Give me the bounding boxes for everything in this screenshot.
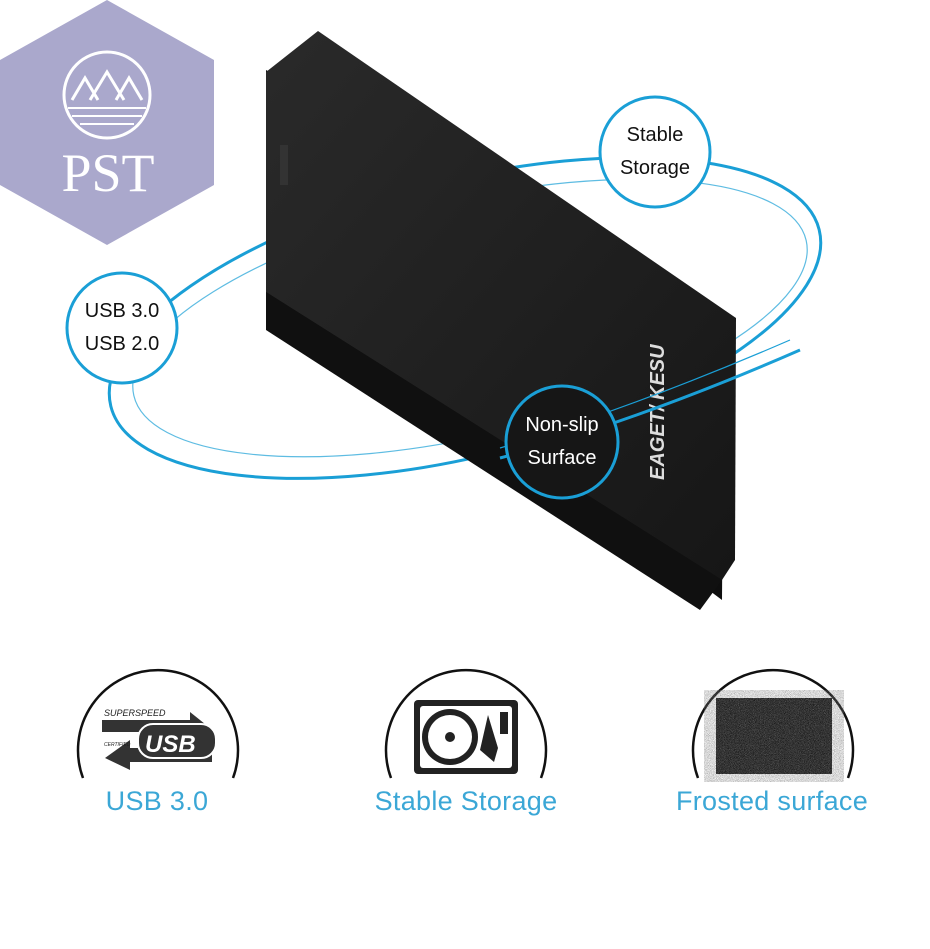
callout-line: Storage [619,157,691,179]
feature-label-surface: Frosted surface [675,786,869,816]
callout-line: Surface [527,447,597,469]
feature-label-storage: Stable Storage [374,786,558,816]
frosted-texture-icon [716,698,832,774]
callout-usb [65,271,179,385]
usb-feature-circle [76,668,240,779]
callout-usb-text: USB 3.0 USB 2.0 [62,295,182,361]
storage-feature-circle [384,668,548,779]
callout-nonslip-text: Non-slip Surface [502,409,622,475]
pst-badge [0,0,214,245]
callout-line: Stable [626,124,684,146]
callout-line: Non-slip [525,414,599,436]
callout-line: USB 2.0 [84,333,160,355]
callout-stable-storage [598,95,712,209]
certified-text: CERTIFIED [104,742,131,748]
badge-text: PST [61,143,155,203]
callout-line: USB 3.0 [84,300,160,322]
callout-stable-text: Stable Storage [595,119,715,185]
feature-label-usb: USB 3.0 [105,786,209,816]
callout-non-slip [504,384,620,500]
hard-disk-icon [414,700,518,774]
surface-feature-circle [691,668,855,779]
usb-superspeed-icon: SUPERSPEED CERTIFIED USB [102,708,217,770]
usb-port [280,145,288,185]
brand-logo: EAGET/ KESU [647,344,669,480]
usb-text: USB [145,731,196,758]
superspeed-text: SUPERSPEED [104,708,166,718]
